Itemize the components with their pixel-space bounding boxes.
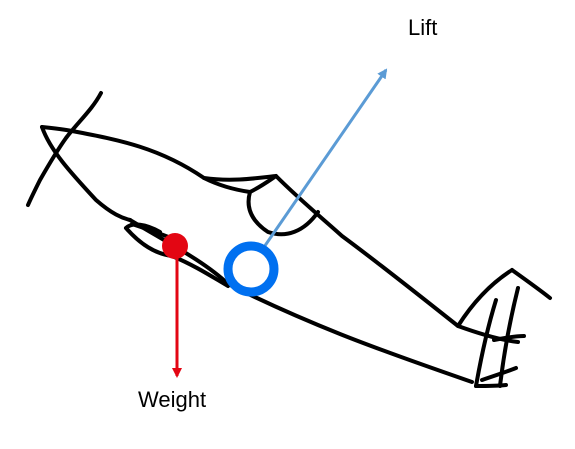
fuselage bbox=[40, 125, 520, 384]
tail bbox=[456, 268, 552, 388]
weight-label: Weight bbox=[138, 387, 207, 412]
canopy bbox=[202, 174, 320, 237]
propeller bbox=[26, 91, 103, 207]
lift-arrow bbox=[260, 68, 388, 251]
center-of-gravity-dot-icon bbox=[162, 233, 188, 259]
center-of-lift-circle-icon bbox=[223, 241, 279, 297]
lift-label: Lift bbox=[408, 15, 438, 40]
